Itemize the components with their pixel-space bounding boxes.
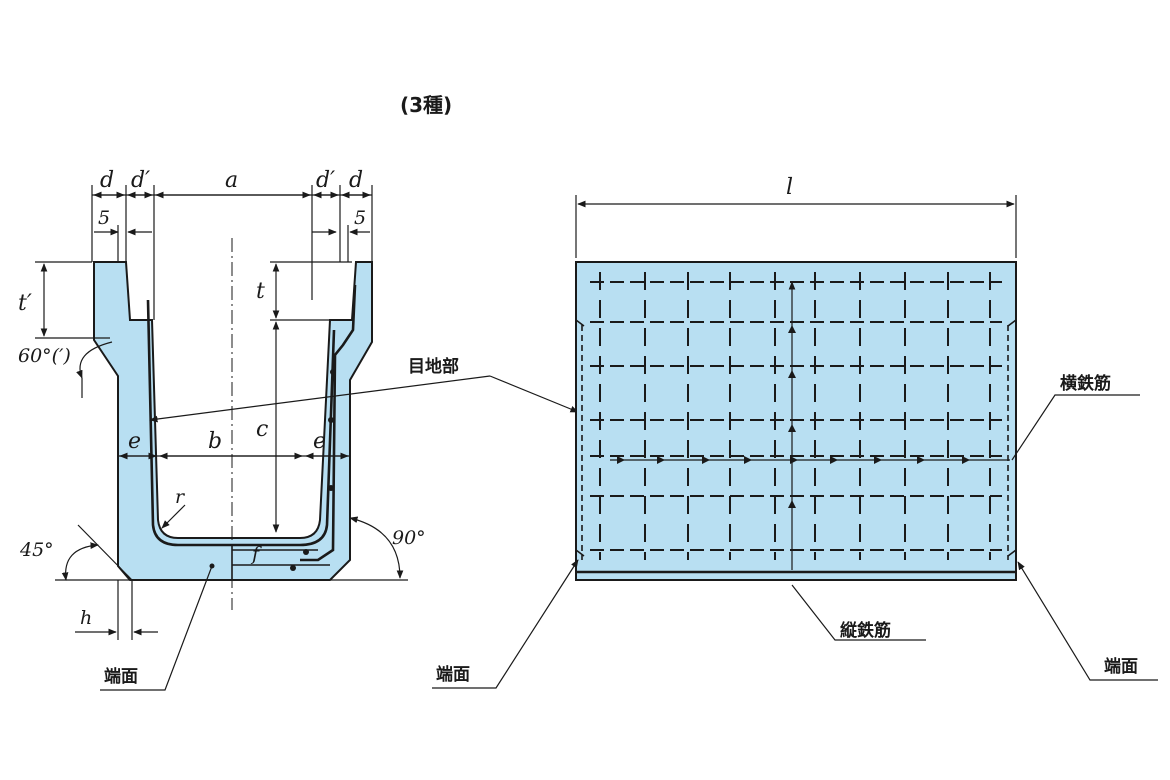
label-e-left: e — [128, 429, 141, 454]
rebar-dot — [328, 485, 334, 491]
label-dprime-right: d′ — [316, 168, 335, 193]
label-longitudinal-rebar: 縦鉄筋 — [840, 620, 891, 641]
leader-end-face-right — [1017, 561, 1158, 681]
side-view: l 縦鉄筋 横鉄筋 端面 端面 — [432, 175, 1158, 689]
label-end-face-section: 端面 — [104, 666, 138, 687]
angle-arc-45 — [61, 542, 99, 581]
rebar-dot — [330, 369, 336, 375]
label-t-prime: t′ — [18, 291, 32, 316]
label-end-face-left: 端面 — [436, 664, 470, 685]
angle-arc-90 — [349, 516, 404, 579]
leader-joint-side — [489, 375, 579, 413]
leader-dot — [209, 563, 215, 569]
label-transverse-rebar: 横鉄筋 — [1060, 373, 1111, 394]
angle-arc-60 — [76, 341, 113, 379]
leader-joint-section — [149, 375, 491, 423]
label-a: a — [225, 168, 238, 193]
label-angle-45: 45° — [19, 539, 54, 561]
joint-callout: 目地部 — [149, 356, 579, 423]
label-5-right: 5 — [354, 207, 366, 229]
leader-end-face-section — [100, 565, 213, 691]
rebar-right-wall — [300, 284, 357, 562]
label-c: c — [256, 417, 268, 442]
end-face-notches — [575, 319, 1017, 557]
joint-line-section — [146, 299, 336, 547]
rebar-dot — [328, 417, 334, 423]
label-f: f — [250, 543, 262, 565]
label-joint: 目地部 — [408, 356, 459, 377]
end-face-dashed-edges — [581, 325, 1009, 560]
label-d-left: d — [100, 168, 114, 193]
label-r: r — [175, 486, 186, 508]
label-end-face-right: 端面 — [1104, 656, 1138, 677]
rebar-dot — [290, 565, 296, 571]
label-angle-60: 60°(′) — [18, 345, 71, 367]
label-5-left: 5 — [98, 207, 110, 229]
cross-section-view: d d′ a d′ d 5 5 t′ 60°(′) t c e — [18, 168, 426, 691]
label-e-right: e — [313, 429, 326, 454]
leader-end-face-left — [432, 559, 579, 689]
label-dprime-left: d′ — [131, 168, 150, 193]
label-b: b — [208, 429, 222, 454]
leader-transverse-rebar — [1011, 394, 1140, 461]
ext-line — [77, 524, 133, 581]
dim-arrow-r — [161, 504, 186, 529]
drawing-title: (3種) — [400, 93, 452, 117]
label-angle-90: 90° — [392, 527, 426, 549]
label-h: h — [80, 607, 92, 629]
label-t: t — [256, 279, 265, 304]
label-d-right: d — [349, 168, 363, 193]
leader-longitudinal-rebar — [791, 584, 926, 641]
label-l: l — [786, 175, 793, 200]
